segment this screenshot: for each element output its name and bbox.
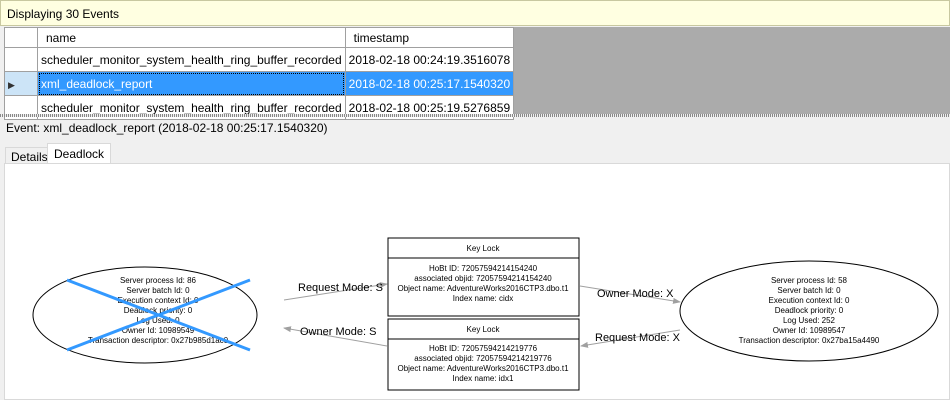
victim-cross-icon — [66, 278, 251, 352]
node-text-line: Execution context Id: 0 — [769, 296, 850, 305]
table-row[interactable]: scheduler_monitor_system_health_ring_buf… — [4, 47, 515, 72]
cell-name[interactable]: scheduler_monitor_system_health_ring_buf… — [37, 47, 346, 72]
edge-label-request-x: Request Mode: X — [595, 332, 681, 344]
edge-owner-s — [283, 326, 388, 347]
node-text-line: Owner Id: 10989549 — [122, 326, 195, 335]
lock-title: Key Lock — [467, 325, 501, 334]
current-row-arrow-icon: ▶ — [8, 79, 15, 90]
node-text-line: Log Used: 252 — [783, 316, 836, 325]
edge-label-request-s: Request Mode: S — [298, 282, 383, 294]
node-text-line: Server process Id: 86 — [120, 276, 197, 285]
tab-deadlock[interactable]: Deadlock — [47, 143, 112, 164]
node-text-line: HoBt ID: 72057594214219776 — [429, 344, 538, 353]
node-text-line: Server process Id: 58 — [771, 276, 848, 285]
node-text-line: Deadlock priority: 0 — [124, 306, 193, 315]
event-label: Event: xml_deadlock_report (2018-02-18 0… — [6, 121, 328, 135]
node-text-line: Server batch Id: 0 — [126, 286, 190, 295]
column-header-timestamp[interactable]: timestamp — [344, 27, 515, 48]
key-lock-node-1[interactable]: Key Lock HoBt ID: 72057594214154240assoc… — [387, 237, 580, 317]
cell-name[interactable]: xml_deadlock_report — [37, 71, 346, 96]
node-text-line: Transaction descriptor: 0x27ba15a4490 — [739, 336, 880, 345]
node-text-line: Server batch Id: 0 — [777, 286, 841, 295]
node-text-line: Deadlock priority: 0 — [775, 306, 844, 315]
key-lock-node-2[interactable]: Key Lock HoBt ID: 72057594214219776assoc… — [387, 318, 580, 391]
node-text-line: associated objid: 72057594214219776 — [414, 354, 552, 363]
splitter[interactable] — [0, 114, 950, 117]
row-header[interactable] — [4, 47, 38, 72]
node-text-line: Owner Id: 10989547 — [773, 326, 846, 335]
node-text-line: associated objid: 72057594214154240 — [414, 274, 552, 283]
node-text-line: Execution context Id: 0 — [118, 296, 199, 305]
tab-details[interactable]: Details — [5, 147, 54, 164]
node-text-line: Object name: AdventureWorks2016CTP3.dbo.… — [397, 364, 569, 373]
node-text-line: HoBt ID: 72057594214154240 — [429, 264, 538, 273]
cell-timestamp[interactable]: 2018-02-18 00:24:19.3516078 — [344, 47, 515, 72]
events-count-banner: Displaying 30 Events — [0, 0, 950, 26]
edge-label-owner-s: Owner Mode: S — [300, 326, 376, 338]
edge-label-owner-x: Owner Mode: X — [597, 288, 674, 300]
node-text-line: Index name: cidx — [453, 294, 513, 303]
edge-request-s — [283, 282, 388, 301]
node-text-line: Index name: idx1 — [453, 374, 514, 383]
node-text-line: Log Used: 0 — [136, 316, 180, 325]
lock-title: Key Lock — [467, 244, 501, 253]
row-header[interactable]: ▶ — [4, 71, 38, 96]
cell-timestamp[interactable]: 2018-02-18 00:25:17.1540320 — [344, 71, 515, 96]
edge-request-x — [580, 329, 681, 348]
events-grid[interactable]: name timestamp scheduler_monitor_system_… — [4, 27, 950, 120]
node-text-line: Transaction descriptor: 0x27b985d1ac0 — [88, 336, 229, 345]
edges — [283, 282, 681, 348]
edge-owner-x — [579, 285, 681, 304]
table-row-selected[interactable]: ▶ xml_deadlock_report 2018-02-18 00:25:1… — [4, 71, 515, 96]
node-text-line: Object name: AdventureWorks2016CTP3.dbo.… — [397, 284, 569, 293]
